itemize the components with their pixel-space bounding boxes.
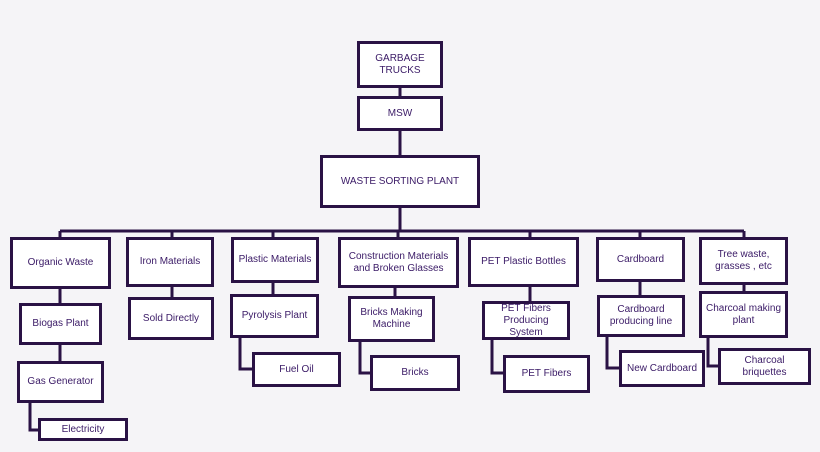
sold-directly-node: Sold Directly: [128, 297, 214, 340]
category-label: Iron Materials: [139, 256, 201, 267]
step-label: New Cardboard: [626, 362, 698, 374]
biogas-plant-node: Biogas Plant: [19, 303, 102, 345]
connector-charcoalplant-briquettes: [706, 336, 720, 368]
connector-pyrolysis-fueloil: [238, 336, 254, 371]
step-label: Bricks Making Machine: [360, 307, 423, 330]
step-label: Pyrolysis Plant: [241, 310, 308, 321]
electricity-node: Electricity: [38, 418, 128, 441]
msw-node: MSW: [357, 96, 443, 131]
step-label: PET Fibers Producing System: [501, 302, 551, 338]
step-label: Charcoal making plant: [705, 302, 782, 326]
category-cardboard: Cardboard: [596, 237, 685, 282]
step-label: Sold Directly: [142, 312, 200, 324]
pet-fibers-node: PET Fibers: [503, 355, 590, 393]
category-label: Tree waste, grasses , etc: [715, 249, 772, 272]
step-label: Fuel Oil: [279, 363, 314, 375]
connector-generator-electricity: [28, 400, 40, 432]
bricks-node: Bricks: [370, 355, 460, 391]
category-organic-waste: Organic Waste: [10, 237, 111, 289]
gas-generator-node: Gas Generator: [17, 361, 104, 403]
category-label: Plastic Materials: [238, 254, 312, 265]
pyrolysis-plant-node: Pyrolysis Plant: [230, 294, 319, 338]
new-cardboard-node: New Cardboard: [619, 350, 705, 387]
category-label: Cardboard: [616, 253, 665, 265]
bricks-making-machine-node: Bricks Making Machine: [348, 296, 435, 342]
category-iron-materials: Iron Materials: [126, 237, 214, 287]
msw-label: MSW: [387, 107, 413, 119]
category-tree-waste: Tree waste, grasses , etc: [699, 237, 788, 285]
step-label: Charcoal briquettes: [742, 354, 787, 378]
charcoal-briquettes-node: Charcoal briquettes: [718, 348, 811, 385]
waste-sorting-plant-label: WASTE SORTING PLANT: [340, 175, 460, 187]
connector-line-newcardboard: [605, 335, 621, 370]
cardboard-producing-line-node: Cardboard producing line: [597, 295, 685, 337]
category-pet-plastic-bottles: PET Plastic Bottles: [468, 237, 579, 287]
step-label: Bricks: [401, 367, 429, 378]
connector-bricksmachine-bricks: [358, 340, 372, 375]
step-label: Gas Generator: [27, 376, 94, 387]
category-label: Construction Materials and Broken Glasse…: [348, 250, 449, 274]
garbage-trucks-label: GARBAGE TRUCKS: [375, 52, 425, 76]
step-label: Biogas Plant: [32, 318, 89, 329]
category-label: Organic Waste: [27, 257, 94, 268]
fuel-oil-node: Fuel Oil: [252, 352, 341, 387]
waste-sorting-plant-node: WASTE SORTING PLANT: [320, 155, 480, 208]
garbage-trucks-node: GARBAGE TRUCKS: [357, 41, 443, 88]
connector-fibersystem-fibers: [490, 338, 505, 375]
step-label: Cardboard producing line: [609, 304, 673, 327]
category-construction-materials: Construction Materials and Broken Glasse…: [338, 237, 459, 288]
pet-fibers-producing-system-node: PET Fibers Producing System: [482, 301, 570, 340]
category-plastic-materials: Plastic Materials: [231, 237, 319, 283]
step-label: Electricity: [61, 423, 105, 435]
step-label: PET Fibers: [521, 368, 572, 379]
charcoal-making-plant-node: Charcoal making plant: [699, 291, 788, 338]
category-label: PET Plastic Bottles: [481, 256, 566, 267]
